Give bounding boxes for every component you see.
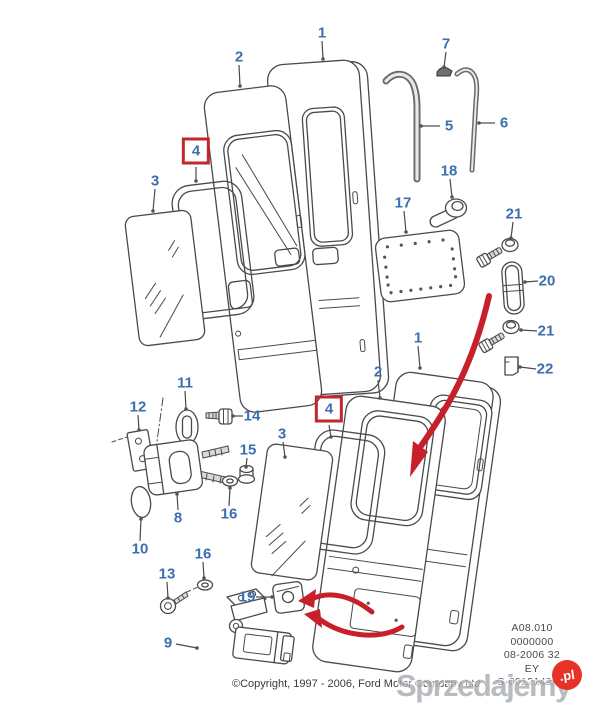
leader-line [417,345,421,369]
leader-lines [137,40,539,650]
bolt-21-bottom [478,332,505,354]
check-strap-20 [501,261,525,315]
leader-line [524,280,539,283]
leader-endpoint [166,596,170,600]
leader-endpoint [231,414,235,418]
red-arrow-small-upper [298,589,375,615]
nut-21-bottom [502,319,520,335]
leader-line [152,188,156,212]
copyright-text: ©Copyright, 1997 - 2006, Ford Motor Comp… [232,678,481,690]
bolt-14 [205,408,233,425]
leader-endpoint [137,428,141,432]
catalog-ref-line: 0000000 [510,635,554,648]
leader-line [166,581,169,599]
leader-endpoint [519,328,523,332]
leader-endpoint [509,236,513,240]
leader-line [443,51,447,68]
leader-line [202,561,205,579]
door-panel-2-top [203,85,323,413]
leader-endpoint [321,57,325,61]
leader-endpoint [418,366,422,370]
leader-endpoint [202,576,206,580]
leader-endpoint [450,195,454,199]
leader-endpoint [228,486,232,490]
catalog-ref-line: 08-2006 32 [503,649,561,662]
seal-strip-5 [382,70,421,183]
access-panel-17 [374,229,466,303]
plug-10 [130,485,152,519]
washer-16-lower [196,579,214,591]
mount-plate-19 [272,581,305,614]
leader-line [403,210,407,233]
leader-endpoint [442,65,446,69]
check-arm-bracket-9 [226,588,295,665]
leader-line [176,493,179,511]
leader-endpoint [419,124,423,128]
leader-endpoint [244,465,248,469]
leader-endpoint [329,435,333,439]
watermark-pl-label: .pl [558,666,576,684]
leader-endpoint [518,365,522,369]
leader-line [282,441,286,458]
window-glass-3-bottom [250,443,334,581]
leader-line [228,487,231,507]
leader-line [137,414,140,431]
seal-strip-6 [454,67,480,173]
bolt-21-top [476,247,503,268]
leader-line [184,390,187,410]
grommet-11 [175,409,199,445]
leader-line [175,643,198,649]
watermark-text: Sprzedajemy [396,668,572,703]
clip-22 [504,356,519,376]
leader-endpoint [151,209,155,213]
bolt-13 [159,591,189,615]
lock-nut-15 [237,464,256,484]
catalog-ref-line: EY [524,662,540,675]
construction-line-13-16 [186,586,199,593]
leader-endpoint [238,84,242,88]
clip-7 [436,67,453,77]
lock-cylinder-18 [429,198,468,228]
leader-endpoint [195,646,199,650]
leader-endpoint [139,517,143,521]
red-arrow-large [410,293,492,477]
leader-line [139,518,142,542]
leader-endpoint [404,230,408,234]
hinge-8 [143,439,231,496]
leader-line [519,366,537,370]
leader-line [328,424,332,438]
leader-line [520,329,538,332]
leader-line [449,178,453,198]
leader-line [238,64,241,87]
window-glass-3-top [124,209,206,347]
catalog-ref-line: A08.010 [511,622,553,634]
leader-line [321,40,324,60]
leader-endpoint [270,595,274,599]
door-panel-2-bottom [312,395,446,673]
catalog-ref-line: G-0012142.02 [496,676,568,689]
leader-endpoint [523,280,527,284]
leader-endpoint [378,396,382,400]
leader-endpoint [477,121,481,125]
leader-line [377,379,381,399]
nut-21-top [501,237,519,253]
leader-endpoint [184,407,188,411]
leader-line [510,221,514,239]
leader-endpoint [194,179,198,183]
catalog-reference-block: A08.010 0000000 08-2006 32 EY G-0012142.… [478,622,586,690]
leader-endpoint [175,492,179,496]
washer-16-upper [221,475,239,487]
red-arrow-small-lower [304,609,405,638]
leader-endpoint [283,455,287,459]
